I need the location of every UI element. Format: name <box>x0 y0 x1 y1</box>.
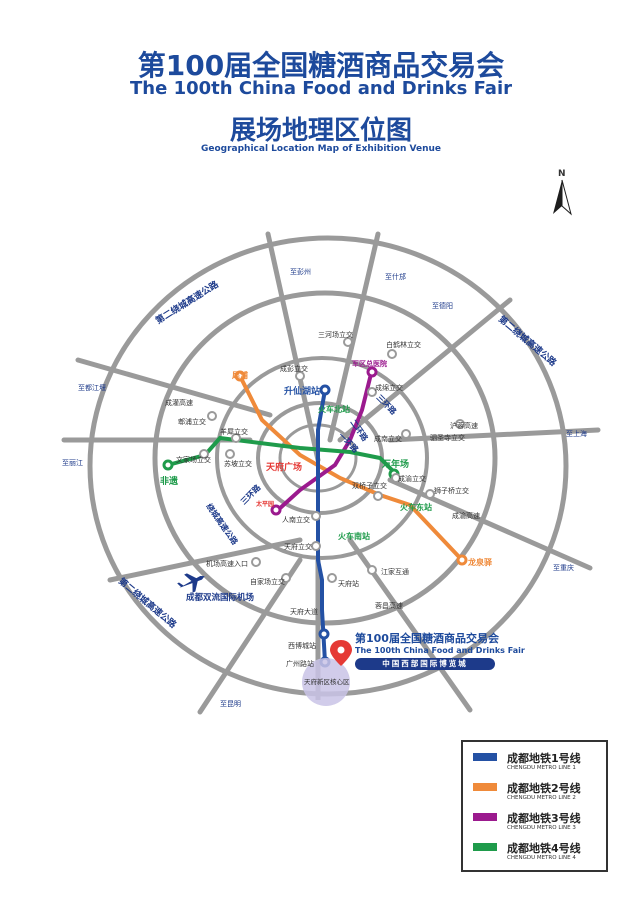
ic-jiushengsi: 驷圣寺立交 <box>430 433 465 442</box>
legend-swatch-line-4 <box>473 843 497 851</box>
ic-pixian: 郫浦立交 <box>178 417 206 426</box>
station-xibo: 西博城站 <box>288 641 316 650</box>
station-tianfu-sq: 天府广场 <box>266 461 302 473</box>
ring-label-city-sw: 绕城高速公路 <box>204 501 240 547</box>
legend-label-en: CHENGDU METRO LINE 1 <box>507 765 576 771</box>
ic-chengmian: 成绵立交 <box>375 383 403 392</box>
station-huochenan: 火车南站 <box>338 531 370 541</box>
page-title-en: The 100th China Food and Drinks Fair <box>130 78 512 99</box>
ring-label-ne: 第二绕城高速公路 <box>496 313 560 369</box>
dest-shanghai: 至上海 <box>566 429 587 438</box>
legend-label-en: CHENGDU METRO LINE 2 <box>507 795 576 801</box>
venue-name-cn: 第100届全国糖酒商品交易会 <box>355 632 499 645</box>
ic-airport-entry: 机场高速入口 <box>206 559 248 568</box>
station-xipu-dot <box>234 370 246 382</box>
station-taipingyuan-dot <box>270 504 282 516</box>
station-longquan: 龙泉驿 <box>467 557 493 567</box>
dest-lijiang: 至丽江 <box>62 459 83 467</box>
legend-label-en: CHENGDU METRO LINE 4 <box>507 855 576 861</box>
ic-shizi: 狮子桥立交 <box>434 486 469 495</box>
ic-chengyu: 成渝立交 <box>398 474 426 483</box>
interchange-dots <box>199 337 465 583</box>
dest-pengzhou: 至彭州 <box>290 267 311 276</box>
north-label: N <box>558 169 566 179</box>
station-shengxianhu: 升仙湖站 <box>284 385 320 397</box>
station-wannian: 万年场 <box>381 458 409 470</box>
map-subtitle-en: Geographical Location Map of Exhibition … <box>200 144 442 154</box>
ic-huning: 沪蓉高速 <box>450 421 478 430</box>
ic-pidu: 羊犀立交 <box>220 427 248 436</box>
ic-baiheli: 白鹤林立交 <box>386 340 421 349</box>
station-feitong: 非遗 <box>160 475 179 487</box>
dest-deyang: 至德阳 <box>432 301 453 310</box>
legend-label: 成都地铁2号线 <box>507 782 581 795</box>
station-shengxianhu-dot <box>319 384 331 396</box>
venue-pin-icon <box>330 640 352 666</box>
station-tianfu-new: 天府新区核心区 <box>304 677 350 686</box>
station-guangzhou: 广州路站 <box>286 659 314 668</box>
ic-chengya: 蓉昌高速 <box>375 601 403 610</box>
ring-3 <box>215 356 429 560</box>
legend-swatch-line-3 <box>473 813 497 821</box>
ic-chengpeng: 成彭立交 <box>280 364 308 373</box>
metro-line-2 <box>238 375 464 562</box>
dest-dujiangyan: 至都江堰 <box>78 383 106 392</box>
ic-chengyu-hwy: 成渝高速 <box>452 511 480 520</box>
ic-sanhechang: 三河场立交 <box>318 330 353 339</box>
station-airport: 成都双流国际机场 <box>186 592 255 603</box>
legend-label: 成都地铁4号线 <box>507 842 581 855</box>
ic-wenjiachang: 文家场立交 <box>176 455 211 464</box>
north-arrow-icon <box>553 179 572 216</box>
legend-label: 成都地铁1号线 <box>507 752 581 765</box>
ic-sufo: 苏坡立交 <box>224 459 252 468</box>
ic-chengguan: 成灌高速 <box>165 398 193 407</box>
station-huochebei: 火车北站 <box>318 404 350 414</box>
ic-renan: 人南立交 <box>282 515 310 524</box>
ic-tianfu: 天府立交 <box>284 542 312 551</box>
metro-line-1 <box>316 389 327 663</box>
station-xipu: 犀浦 <box>231 370 248 380</box>
legend-label-en: CHENGDU METRO LINE 3 <box>507 825 576 831</box>
ic-chengnan: 成南立交 <box>374 434 402 443</box>
ic-jiangjia: 江家互通 <box>381 567 409 576</box>
venue-hall: 中国西部国际博览城 <box>355 658 495 670</box>
metro-legend: 成都地铁1号线 CHENGDU METRO LINE 1 成都地铁2号线 CHE… <box>461 740 608 872</box>
ic-tianfu-blvd: 天府大道 <box>290 607 318 616</box>
station-huochedong: 火车东站 <box>400 502 432 512</box>
page-title: 第100届全国糖酒商品交易会 <box>137 49 505 82</box>
station-junqu: 军区总医院 <box>352 359 387 368</box>
station-xibo-dot <box>318 628 330 640</box>
station-feitong-dot <box>162 459 174 471</box>
ring-label-sw: 第二绕城高速公路 <box>116 575 180 631</box>
ring-roads <box>87 235 569 697</box>
airplane-icon <box>177 573 205 593</box>
ic-tianfu-sta: 天府站 <box>338 579 359 588</box>
dest-chongqing: 至重庆 <box>553 563 574 572</box>
station-taipingyuan: 太平园 <box>255 500 274 508</box>
station-junqu-dot <box>366 366 378 378</box>
map-subtitle: 展场地理区位图 <box>229 116 412 146</box>
ic-shuangqiaozi: 双桥子立交 <box>352 481 387 490</box>
dest-kunming: 至昆明 <box>220 700 241 708</box>
dest-shifang: 至什邡 <box>385 272 406 281</box>
station-longquan-dot <box>456 554 468 566</box>
venue-core-zone <box>302 658 350 706</box>
ic-zijin: 自家场立交 <box>250 577 285 586</box>
legend-swatch-line-1 <box>473 753 497 761</box>
legend-swatch-line-2 <box>473 783 497 791</box>
venue-name-en: The 100th China Food and Drinks Fair <box>355 646 525 655</box>
ring-city-highway <box>152 290 498 626</box>
legend-label: 成都地铁3号线 <box>507 812 581 825</box>
